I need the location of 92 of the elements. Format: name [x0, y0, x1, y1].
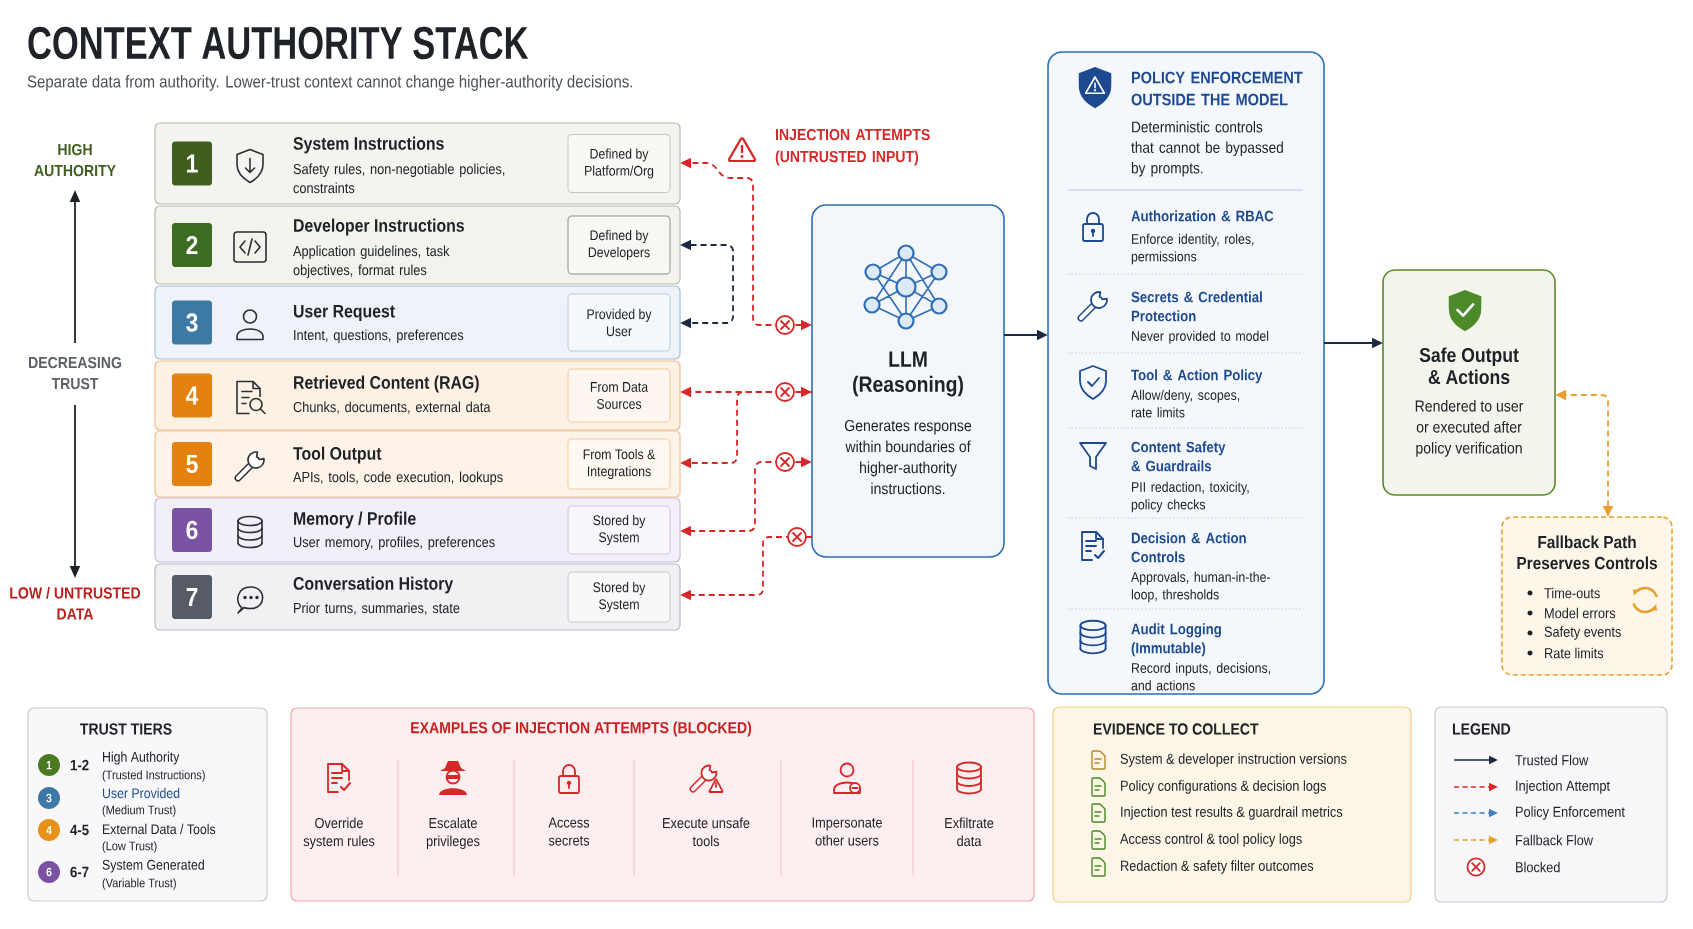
number-badge: 2 [172, 223, 212, 267]
list-item: Access control & tool policy logs [1120, 833, 1302, 847]
tier-range: 4-5 [70, 824, 89, 836]
example-caption: Escalate privileges [426, 817, 480, 850]
subtitle: Separate data from authority. Lower-trust context cannot change higher-authority decisions. [27, 75, 633, 91]
panel-heading: LEGEND [1452, 723, 1511, 735]
panel-heading: POLICY ENFORCEMENT OUTSIDE THE MODEL [1131, 71, 1303, 106]
legend-label: Trusted Flow [1515, 754, 1589, 766]
example-caption: Override system rules [303, 817, 375, 850]
row-title: Tool Output [293, 446, 382, 464]
item-description: Enforce identity, roles, permissions [1131, 233, 1254, 265]
axis-label: HIGH AUTHORITY [34, 143, 116, 177]
number-badge: 1 [38, 754, 60, 776]
item-description: Allow/deny, scopes, rate limits [1131, 389, 1240, 418]
row-description: Prior turns, summaries, state [294, 602, 460, 615]
example-caption: Impersonate other users [812, 817, 882, 846]
row-description: User memory, profiles, preferences [294, 536, 495, 551]
axis-label: DECREASING TRUST [29, 356, 122, 390]
row-description: Safety rules, non-negotiable policies, constraints [293, 163, 505, 194]
tier-range: 1-2 [70, 759, 89, 771]
row-title: Memory / Profile [294, 511, 416, 529]
number-badge: 6 [38, 861, 60, 883]
source-tag: Defined by Platform/Org [567, 134, 671, 193]
example-caption: Access secrets [548, 817, 590, 846]
number-badge: 5 [172, 442, 212, 486]
tier-name: External Data / Tools [103, 823, 216, 835]
panel-heading: TRUST TIERS [80, 723, 172, 735]
source-tag: From Data Sources [567, 368, 671, 423]
tier-name: System Generated [102, 859, 204, 873]
row-title: Conversation History [293, 576, 454, 594]
list-item: Injection test results & guardrail metrics [1121, 806, 1343, 820]
panel-heading: EVIDENCE TO COLLECT [1093, 723, 1259, 735]
example-caption: Exfiltrate data [945, 817, 994, 847]
list-item: Safety events [1544, 626, 1621, 640]
tier-name: High Authority [103, 751, 180, 765]
row-description: APIs, tools, code execution, lookups [293, 471, 503, 485]
number-badge: 6 [172, 508, 212, 552]
row-description: Chunks, documents, external data [293, 401, 491, 414]
row-title: User Request [293, 304, 395, 322]
panel-heading: EXAMPLES OF INJECTION ATTEMPTS (BLOCKED) [411, 721, 752, 737]
number-badge: 4 [38, 819, 60, 841]
list-item: Policy configurations & decision logs [1121, 780, 1326, 794]
source-tag: Stored by System [567, 571, 671, 623]
box-description: Rendered to user or executed after policy verification [1415, 399, 1524, 457]
tier-range: 6-7 [70, 866, 89, 878]
source-tag: Provided by User [567, 293, 671, 352]
row-description: Application guidelines, task objectives, format rules [293, 245, 450, 278]
item-title: Authorization & RBAC [1131, 210, 1274, 222]
list-item: Redaction & safety filter outcomes [1121, 860, 1314, 874]
row-title: Developer Instructions [294, 218, 464, 236]
legend-label: Injection Attempt [1516, 780, 1610, 794]
box-title: Safe Output & Actions [1419, 347, 1519, 385]
list-item: System & developer instruction versions [1120, 753, 1347, 767]
tier-note: (Low Trust) [102, 841, 157, 853]
item-title: Decision & Action Controls [1131, 532, 1246, 563]
box-title: Fallback Path Preserves Controls [1517, 535, 1657, 570]
title: CONTEXT AUTHORITY STACK [28, 26, 529, 60]
item-title: Content Safety & Guardrails [1131, 441, 1226, 472]
item-description: PII redaction, toxicity, policy checks [1131, 481, 1249, 513]
item-description: Never provided to model [1132, 330, 1269, 344]
item-title: Secrets & Credential Protection [1131, 291, 1262, 322]
tier-note: (Trusted Instructions) [102, 770, 205, 782]
item-description: Approvals, human-in-the-loop, thresholds [1131, 571, 1270, 603]
number-badge: 1 [172, 141, 212, 186]
tier-name: User Provided [102, 787, 180, 799]
source-tag: Stored by System [567, 505, 671, 555]
item-title: Audit Logging (Immutable) [1131, 623, 1221, 657]
axis-label: LOW / UNTRUSTED DATA [10, 586, 141, 620]
row-title: System Instructions [293, 136, 444, 154]
row-title: Retrieved Content (RAG) [294, 375, 479, 393]
number-badge: 3 [172, 300, 212, 345]
box-description: Generates response within boundaries of higher-authority instructions. [844, 419, 972, 495]
legend-label: Blocked [1516, 861, 1560, 873]
source-tag: Defined by Developers [567, 215, 671, 275]
tier-note: (Medium Trust) [102, 805, 176, 817]
list-item: Rate limits [1545, 647, 1604, 659]
item-title: Tool & Action Policy [1131, 369, 1263, 384]
number-badge: 4 [172, 373, 212, 418]
list-item: Time-outs [1544, 587, 1600, 599]
legend-label: Policy Enforcement [1516, 806, 1625, 820]
section-heading: INJECTION ATTEMPTS (UNTRUSTED INPUT) [775, 128, 930, 166]
legend-label: Fallback Flow [1516, 834, 1594, 846]
source-tag: From Tools & Integrations [567, 438, 671, 490]
number-badge: 3 [38, 787, 60, 809]
row-description: Intent, questions, preferences [294, 329, 464, 343]
example-caption: Execute unsafe tools [663, 817, 750, 847]
item-description: Record inputs, decisions, and actions [1131, 662, 1270, 691]
tier-note: (Variable Trust) [102, 878, 176, 890]
box-title: LLM (Reasoning) [853, 351, 963, 397]
number-badge: 7 [172, 575, 212, 619]
panel-description: Deterministic controls that cannot be bypassed by prompts. [1131, 121, 1283, 177]
list-item: Model errors [1545, 607, 1616, 619]
